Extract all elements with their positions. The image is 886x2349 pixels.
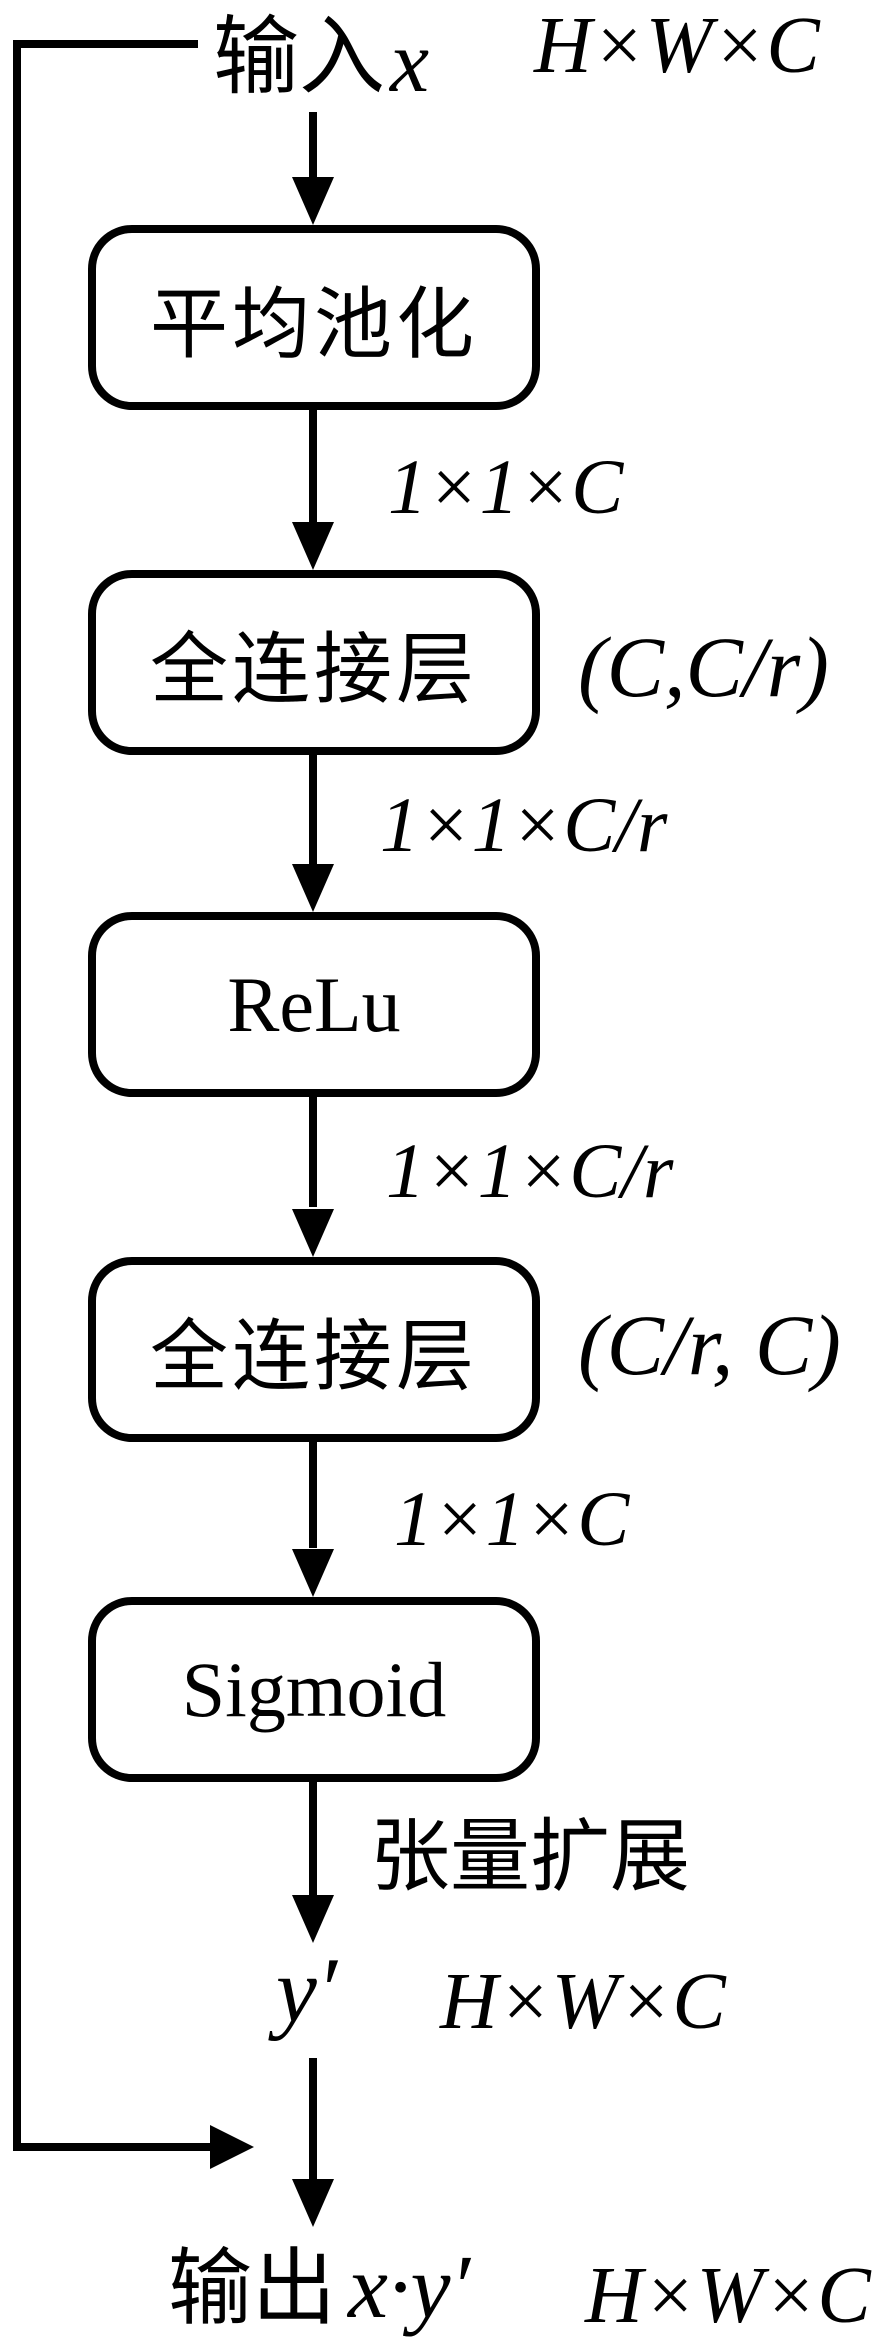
side-label-fc2: (C/r, C) [578, 1297, 841, 1393]
skip-connection-top-line [13, 40, 198, 48]
box-avg-pool-label: 平均池化 [149, 280, 478, 368]
arrowhead-down-icon [292, 1549, 334, 1597]
box-sigmoid-label: Sigmoid [181, 1645, 447, 1733]
skip-connection-bottom-line [13, 2143, 213, 2151]
flow-line-avgpool-to-fc1 [309, 408, 317, 526]
box-fc2: 全连接层 [88, 1257, 540, 1442]
input-tensor-shape: H×W×C [534, 2, 820, 90]
dim-label-to-fc2: 1×1×C/r [386, 1127, 674, 1214]
box-fc1-label: 全连接层 [149, 625, 478, 713]
dim-label-to-fc1: 1×1×C [388, 443, 624, 530]
skip-connection-vertical-line [13, 40, 21, 2151]
flow-line-input-to-avgpool [309, 112, 317, 182]
output-label: 输出 [168, 2243, 337, 2336]
arrowhead-down-icon [292, 1209, 334, 1257]
box-fc2-label: 全连接层 [149, 1312, 478, 1400]
side-label-fc1: (C,C/r) [578, 619, 829, 715]
dim-label-to-relu: 1×1×C/r [380, 781, 668, 868]
box-relu-label: ReLu [227, 960, 401, 1048]
skip-arrowhead-right-icon [210, 2125, 254, 2169]
output-var: x·y′ [348, 2238, 471, 2337]
intermediate-var: y′ [276, 1939, 337, 2041]
flow-line-fc2-to-sigmoid [309, 1440, 317, 1548]
intermediate-tensor-shape: H×W×C [440, 1958, 726, 2046]
input-var: x [390, 14, 430, 111]
dim-label-to-sigmoid: 1×1×C [394, 1475, 630, 1562]
arrowhead-down-icon [292, 1895, 334, 1943]
arrowhead-down-icon [292, 522, 334, 570]
expand-label: 张量扩展 [370, 1814, 690, 1902]
output-tensor-shape: H×W×C [585, 2252, 871, 2340]
box-avg-pool: 平均池化 [88, 225, 540, 410]
arrowhead-down-icon [292, 864, 334, 912]
flow-line-fc1-to-relu [309, 753, 317, 868]
flow-line-y-to-output [309, 2058, 317, 2182]
flow-line-relu-to-fc2 [309, 1095, 317, 1207]
arrowhead-down-icon [292, 177, 334, 225]
input-label: 输入 [213, 9, 385, 105]
box-sigmoid: Sigmoid [88, 1597, 540, 1782]
box-relu: ReLu [88, 912, 540, 1097]
box-fc1: 全连接层 [88, 570, 540, 755]
arrowhead-down-icon [292, 2179, 334, 2227]
flow-line-sigmoid-to-y [309, 1780, 317, 1895]
